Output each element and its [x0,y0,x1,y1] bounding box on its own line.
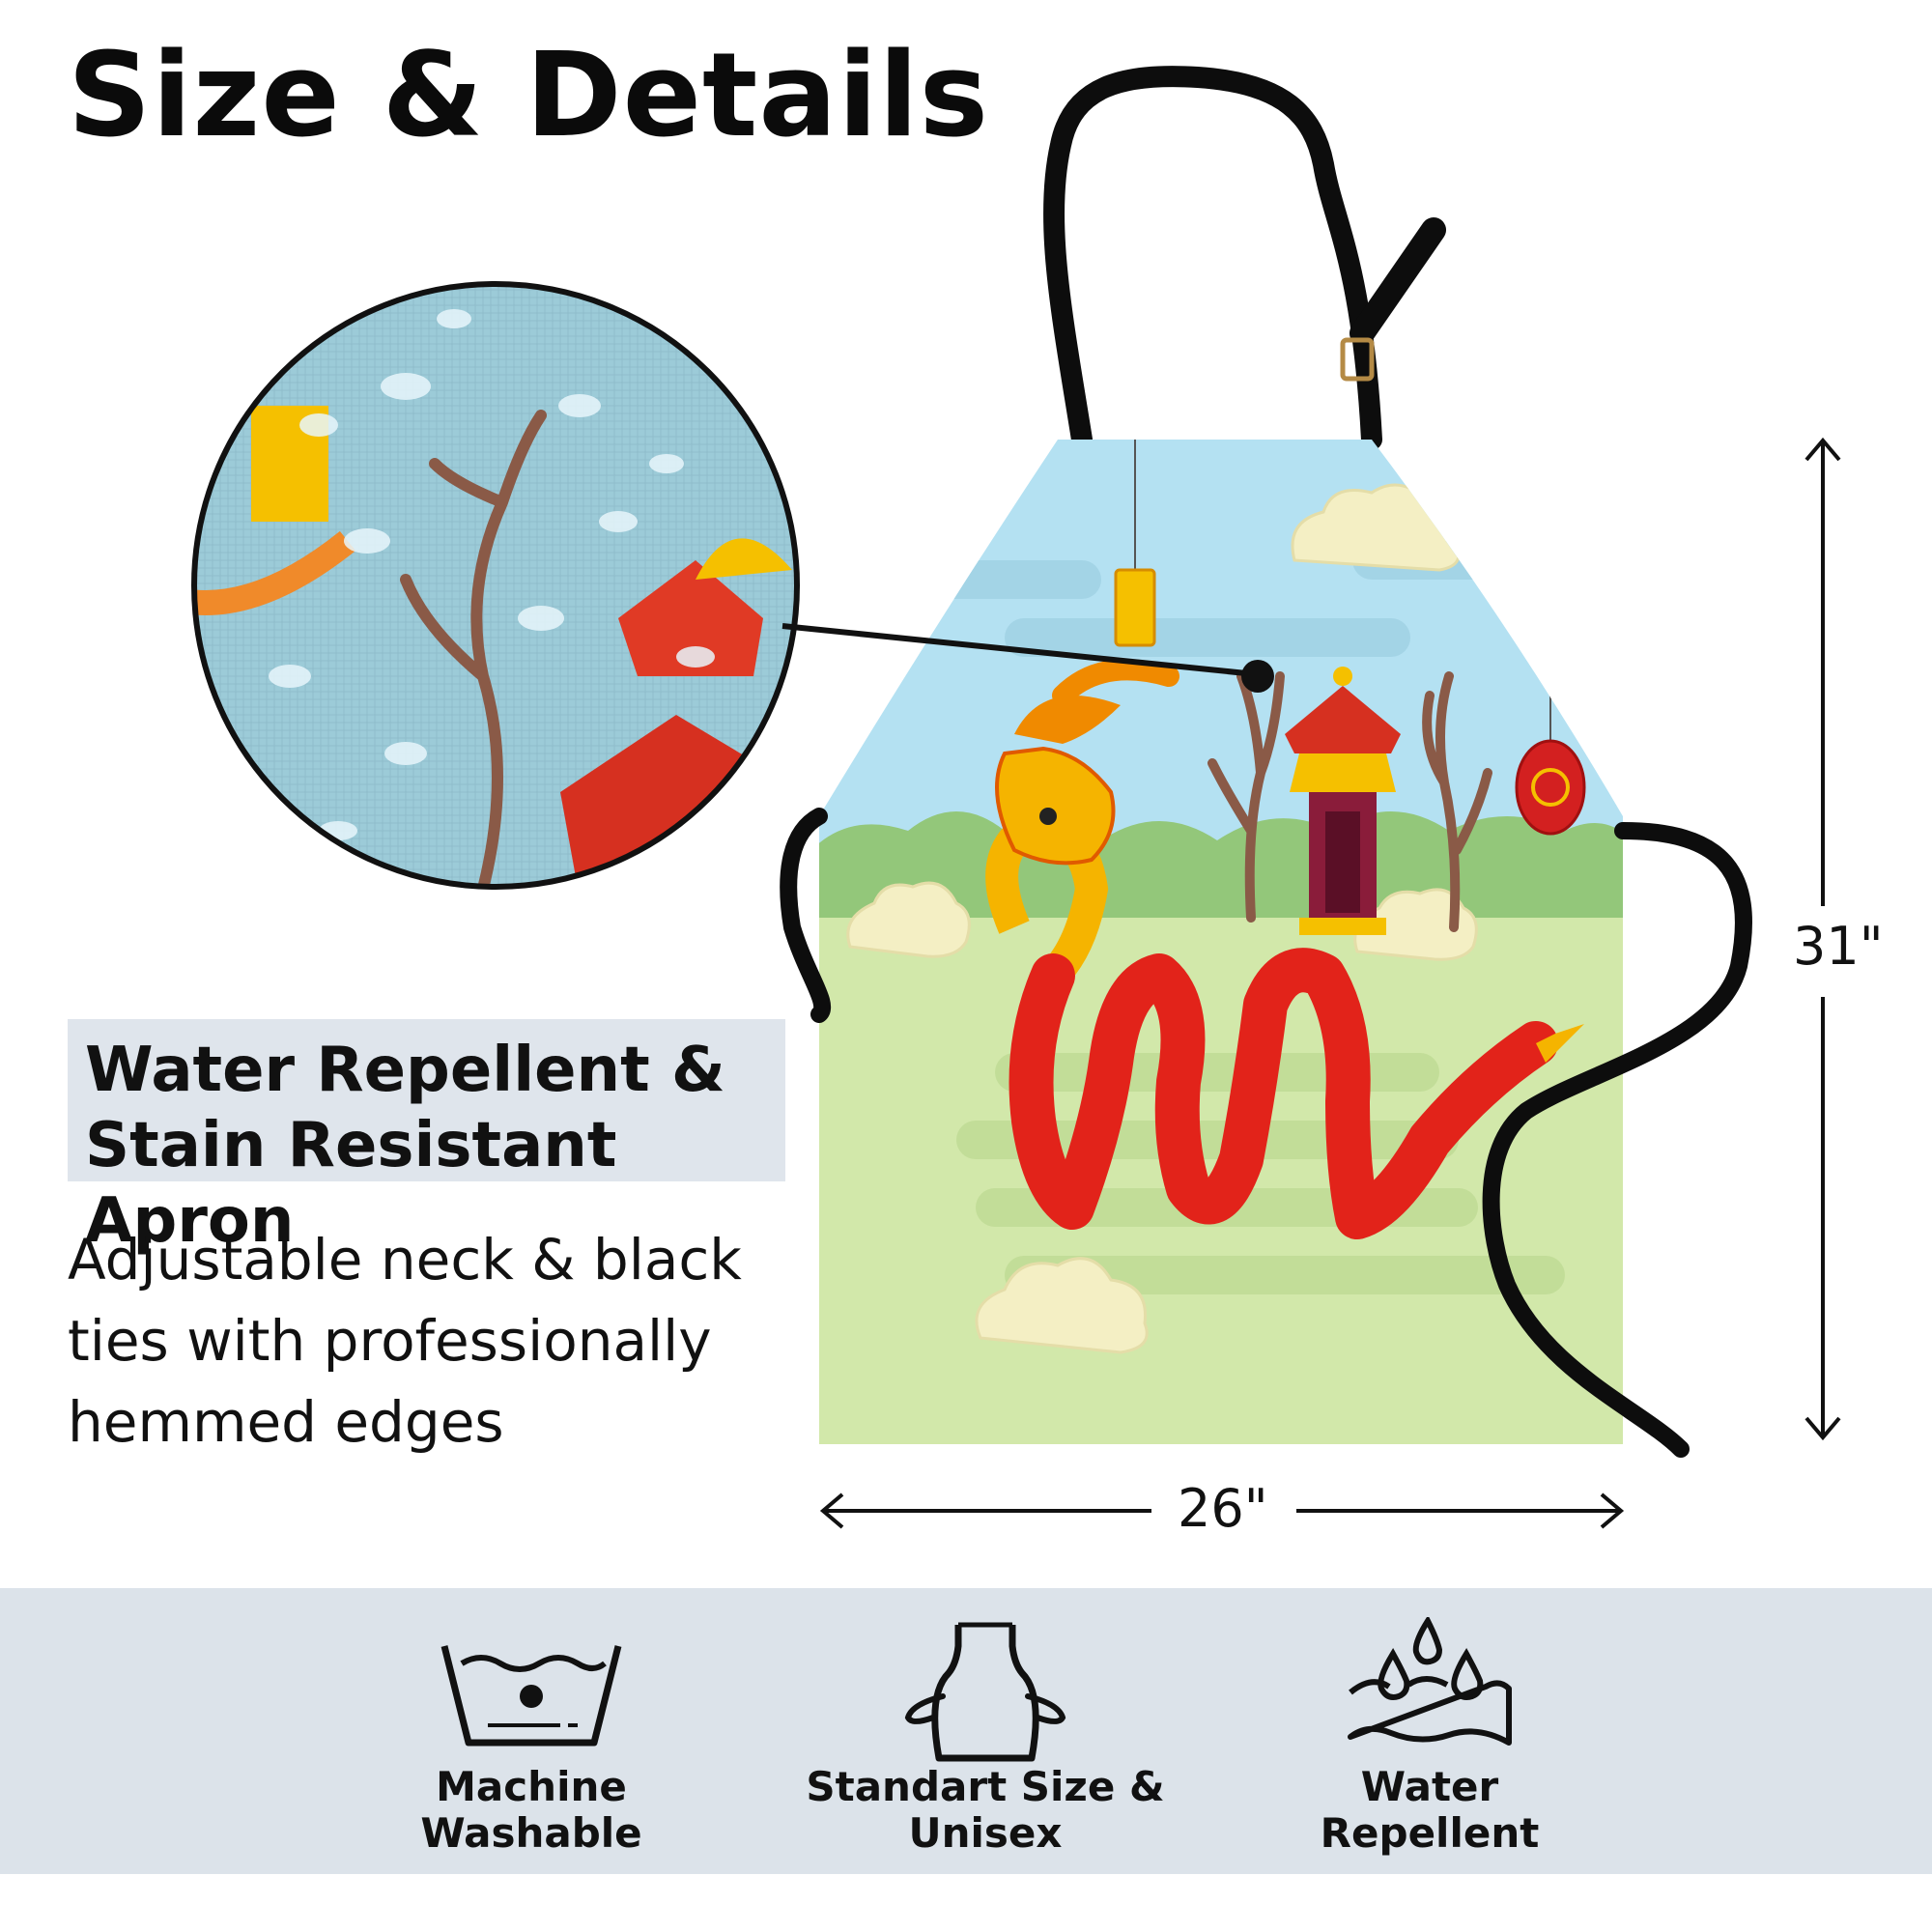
height-dimension-arrow [1804,437,1841,1441]
feature-label-line-1: Machine [436,1763,627,1810]
feature-label-line-2: Repellent [1320,1809,1540,1857]
neck-strap [1042,66,1446,450]
feature-water-repellent: Water Repellent [1227,1588,1633,1874]
apron-body [819,440,1623,1444]
pagoda [1285,667,1401,935]
right-tie [1482,822,1752,1458]
width-label: 26" [1164,1478,1282,1539]
feature-label: Machine Washable [328,1764,734,1857]
zoom-pointer-line [781,623,1257,677]
feature-label-line-2: Washable [420,1809,642,1857]
feature-label: Standart Size & Unisex [782,1764,1188,1857]
badge-line-1: Water Repellent & [85,1035,725,1106]
feature-footer: Machine Washable Standart Size & Unisex … [0,1588,1932,1874]
description-line-2: ties with professionally [68,1308,712,1374]
feature-label-line-1: Standart Size & [806,1763,1165,1810]
feature-label: Water Repellent [1227,1764,1633,1857]
feature-machine-washable: Machine Washable [328,1588,734,1874]
apron-icon [904,1622,1066,1762]
washing-tub-icon [440,1645,622,1747]
apron-illustration [191,66,1841,1529]
zoom-pointer-dot [1241,660,1274,693]
height-label: 31" [1779,916,1897,977]
page-title: Size & Details [68,29,990,163]
description-line-3: hemmed edges [68,1389,504,1455]
width-dimension-arrow [819,1492,1625,1529]
dragon [985,659,1584,1239]
feature-label-line-2: Unisex [908,1809,1063,1857]
strap-buckle-icon [1340,337,1375,382]
left-tie [780,808,832,1023]
badge-line-2: Stain Resistant Apron [85,1110,617,1257]
feature-label-line-1: Water [1360,1763,1499,1810]
description: Adjustable neck & black ties with profes… [68,1219,802,1463]
description-line-1: Adjustable neck & black [68,1227,742,1293]
feature-badge: Water Repellent & Stain Resistant Apron [68,1019,785,1257]
feature-standard-size: Standart Size & Unisex [782,1588,1188,1874]
water-drops-icon [1348,1617,1512,1746]
